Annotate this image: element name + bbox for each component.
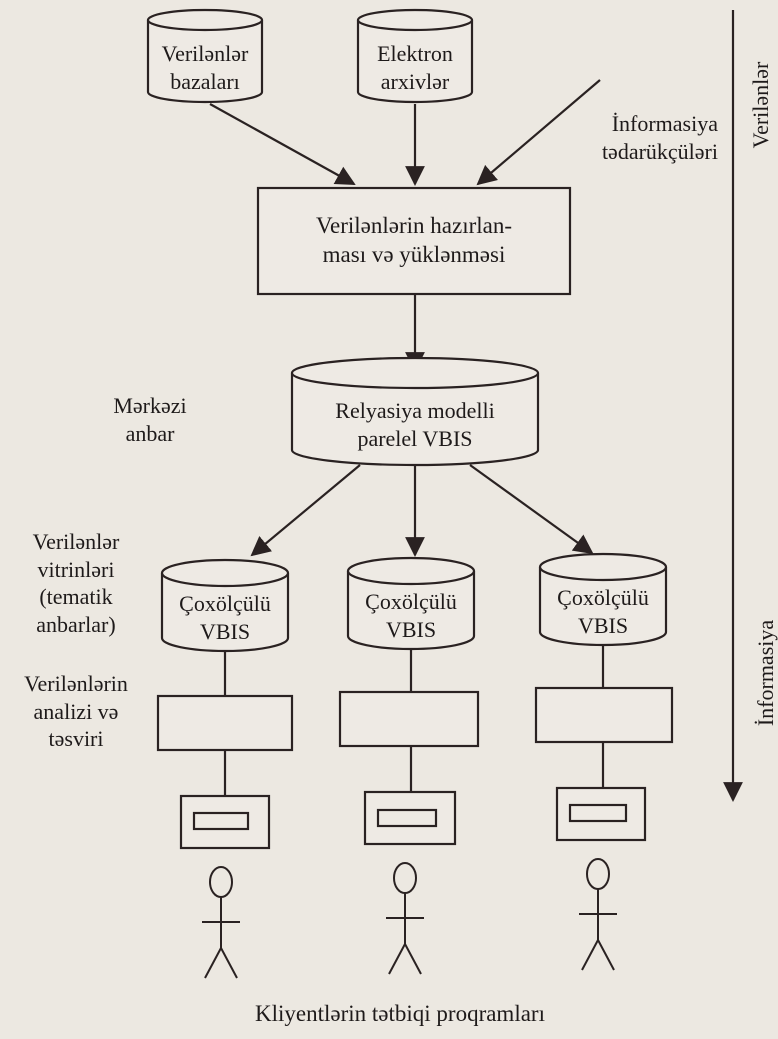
prep-label: Verilənlərin hazırlan- ması və yüklənməs… [315,213,513,267]
mart-3-label: Çoxölçülü VBIS [557,585,649,638]
arrow-central-to-mart-3 [469,464,594,555]
user-figure-1 [202,866,240,979]
mart-1-label: Çoxölçülü VBIS [179,591,271,644]
side-label-data: Verilənlər [748,61,773,149]
cylinder-archives [356,8,474,104]
analysis-box-3 [534,686,674,744]
marts-label: Verilənlər vitrinləri (tematik anbarlar) [32,529,120,637]
analysis-box-2 [338,690,480,748]
databases-label: Verilənlər bazaları [161,41,249,94]
arrow-central-to-mart-1 [250,464,361,557]
arrow-databases-to-prep [209,103,356,185]
terminal-1 [179,794,271,850]
mart-2-label: Çoxölçülü VBIS [365,589,457,642]
cylinder-mart-3 [538,552,668,647]
central-store-label: Mərkəzi anbar [113,393,187,446]
terminal-2 [363,790,457,846]
arrow-suppliers-to-prep [476,79,601,186]
footer-caption: Kliyentlərin tətbiqi proqramları [255,1001,545,1026]
prep-box [256,186,572,296]
user-figure-2 [386,862,424,975]
terminal-3 [555,786,647,842]
analysis-label: Verilənlərin analizi və təsviri [24,671,128,751]
suppliers-label: İnformasiya tədarükçüləri [601,111,718,164]
analysis-box-1 [156,694,294,752]
user-figure-3 [579,858,617,971]
central-db-label: Relyasiya modelli parelel VBIS [335,398,495,451]
cylinder-mart-2 [346,556,476,651]
side-label-information: İnformasiya [753,619,778,727]
archives-label: Elektron arxivlər [377,41,453,94]
cylinder-databases [146,8,264,104]
